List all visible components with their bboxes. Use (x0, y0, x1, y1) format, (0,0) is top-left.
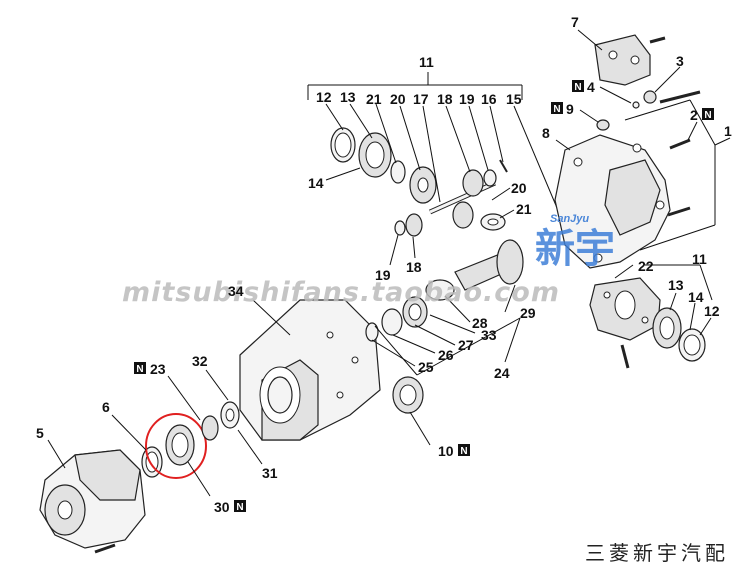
label-2: 2 (690, 107, 698, 123)
label-9: 9 (566, 101, 574, 117)
label-3: 3 (676, 53, 684, 69)
transfer-case-34 (239, 299, 381, 441)
n-badge-2: N (702, 108, 714, 121)
n-badge-30: N (234, 500, 246, 513)
label-26: 26 (438, 347, 454, 363)
label-29: 29 (520, 305, 536, 321)
label-13-right: 13 (668, 277, 684, 293)
n-badge-4: N (572, 80, 584, 93)
leader-lines-middle (252, 284, 521, 446)
label-19-bottom: 19 (375, 267, 391, 283)
label-10: 10 (438, 443, 454, 459)
svg-text:N: N (236, 502, 243, 513)
svg-text:N: N (553, 104, 560, 115)
highlight-circle (145, 413, 207, 479)
label-25: 25 (418, 359, 434, 375)
housing-bracket-1 (624, 99, 731, 251)
label-12-right: 12 (704, 303, 720, 319)
svg-text:N: N (704, 110, 711, 121)
label-7: 7 (571, 14, 579, 30)
label-14-top: 14 (308, 175, 324, 191)
label-11-right: 11 (692, 251, 707, 267)
label-14-right: 14 (688, 289, 704, 305)
small-parts-right (596, 90, 701, 217)
label-11-top: 11 (419, 54, 434, 70)
label-19-top: 19 (459, 91, 475, 107)
brand-logo: SanJyu 新宇 (535, 213, 615, 271)
label-23: 23 (150, 361, 166, 377)
leader-lines-top (325, 103, 561, 266)
label-6: 6 (102, 399, 110, 415)
rear-housing-8 (554, 134, 671, 269)
label-4: 4 (587, 79, 595, 95)
ring-gear-29 (496, 239, 524, 285)
oil-seal-30 (165, 424, 195, 466)
svg-text:N: N (574, 82, 581, 93)
differential-parts-top (330, 127, 508, 237)
label-16: 16 (481, 91, 497, 107)
label-1: 1 (724, 123, 732, 139)
label-8: 8 (542, 125, 550, 141)
n-badges: N N N N N N (134, 80, 714, 513)
shop-stamp-text: 三菱新宇汽配 (585, 541, 729, 565)
bracket-7 (594, 34, 666, 86)
bearing-32 (201, 401, 240, 441)
washer-21 (390, 160, 406, 184)
label-17: 17 (413, 91, 429, 107)
pinion-gear-18 (405, 169, 484, 237)
label-12-top: 12 (316, 89, 332, 105)
side-gear-20 (409, 166, 437, 204)
svg-text:N: N (136, 364, 143, 375)
label-31: 31 (262, 465, 278, 481)
label-20-mid: 20 (511, 180, 527, 196)
label-30: 30 (214, 499, 230, 515)
drive-pinion-assembly (365, 239, 524, 414)
leader-lines-right2 (614, 264, 713, 336)
label-28: 28 (472, 315, 488, 331)
label-18-top: 18 (437, 91, 453, 107)
label-22: 22 (638, 258, 654, 274)
group-11-bracket (307, 72, 523, 100)
svg-text:N: N (460, 446, 467, 457)
n-badge-9: N (551, 102, 563, 115)
label-27: 27 (458, 337, 474, 353)
label-13-top: 13 (340, 89, 356, 105)
label-18-bottom: 18 (406, 259, 422, 275)
label-5: 5 (36, 425, 44, 441)
leader-lines-right (555, 29, 698, 151)
n-badge-23: N (134, 362, 146, 375)
label-34: 34 (228, 283, 244, 299)
leader-lines-left (47, 369, 263, 497)
bearing-set-right (652, 307, 706, 362)
label-32: 32 (192, 353, 208, 369)
label-20-top: 20 (390, 91, 406, 107)
label-15: 15 (506, 91, 522, 107)
label-24: 24 (494, 365, 510, 381)
logo-large-text: 新宇 (535, 227, 615, 271)
logo-small-text: SanJyu (550, 213, 589, 225)
n-badge-10: N (458, 444, 470, 457)
label-21-mid: 21 (516, 201, 532, 217)
watermark-text: mitsubishifans.taobao.com (122, 277, 560, 308)
part-labels: 11 12 13 21 20 17 18 19 16 15 14 20 21 1… (36, 14, 732, 515)
transfer-cover-5 (39, 449, 146, 554)
label-33: 33 (481, 327, 497, 343)
label-21-top: 21 (366, 91, 382, 107)
differential-case-22 (589, 277, 661, 369)
